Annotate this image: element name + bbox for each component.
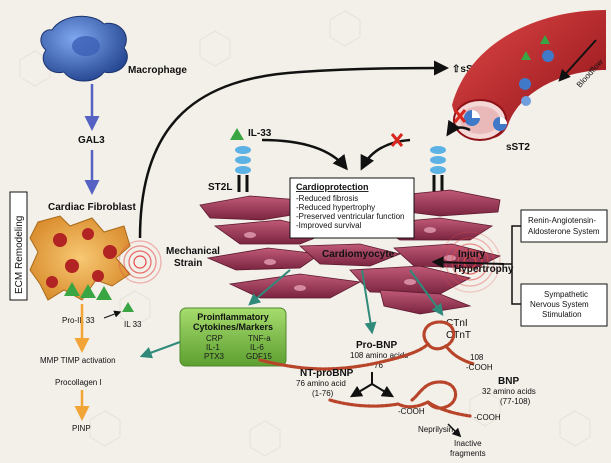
sns-label-3: Stimulation [542, 310, 582, 319]
marker-crp: CRP [206, 334, 223, 343]
inactive-label-2: fragments [450, 449, 486, 458]
mechanical-strain-label-2: Strain [174, 258, 202, 269]
cardiac-fibroblast-cells [29, 215, 131, 301]
cardioprotection-item-3: -Preserved ventricular function [296, 212, 405, 221]
marker-gdf15: GDF15 [246, 352, 272, 361]
nt-probnp-range: (1-76) [312, 389, 334, 398]
arrow-split-left [349, 372, 373, 398]
ssst2-label: sST2 [506, 142, 530, 153]
il33-small-label: IL 33 [124, 320, 142, 329]
sns-label-1: Sympathetic [544, 290, 588, 299]
arrow-il33-to-cardioprotection [261, 138, 348, 171]
arrow-proinflammatory-mmp [139, 341, 181, 359]
macrophage-nucleus [72, 36, 100, 56]
cooh-b-label: -COOH [474, 413, 501, 422]
bloodflow-arrow [558, 39, 597, 82]
il33-small-triangle [122, 302, 134, 312]
ecm-remodeling-box [9, 191, 28, 301]
proinflammatory-box [179, 307, 287, 367]
arrow-cardiomyocyte-probnp [361, 269, 377, 335]
st2l-receptor-right [430, 146, 446, 192]
arrow-split-right [371, 383, 395, 398]
marker-il6: IL-6 [250, 343, 264, 352]
blocked-x-1 [390, 133, 404, 147]
bnp-label: BNP [498, 376, 519, 387]
proinflammatory-title-1: Proinflammatory [197, 312, 269, 322]
mmp-timp-label: MMP TIMP activation [40, 356, 116, 365]
st2l-receptor-left [230, 128, 251, 192]
macrophage-label: Macrophage [128, 65, 187, 76]
cardioprotection-item-1: -Reduced fibrosis [296, 194, 358, 203]
background-hex-grid [19, 10, 591, 457]
injury-label: Injury [458, 249, 486, 260]
blood-vessel [452, 10, 606, 141]
sns-label-2: Nervous System [530, 300, 589, 309]
cardiac-fibroblast-label: Cardiac Fibroblast [48, 202, 136, 213]
hypertrophy-label: Hypertrophy [454, 264, 514, 275]
raas-sns-bracket [504, 225, 521, 305]
arrow-cardiomyocyte-proinflammatory [248, 269, 291, 306]
raas-box [520, 209, 608, 243]
raas-label-1: Renin-Angiotensin- [528, 216, 596, 225]
peptide-chains [258, 320, 476, 418]
arrow-systems-to-cardiomyocyte [431, 256, 505, 269]
neprilysin-label: Neprilysin [418, 425, 453, 434]
cooh-108-num: 108 [470, 353, 484, 362]
cooh-a-label: -COOH [398, 407, 425, 416]
arrow-ssst2-blocked-2 [446, 119, 471, 137]
procollagen-label: Procollagen I [55, 378, 102, 387]
raas-label-2: Aldosterone System [528, 227, 600, 236]
gal3-label: GAL3 [78, 135, 105, 146]
arrow-strain-ssst2 [138, 60, 449, 239]
ssst2-up-label: ⇧sST2 [452, 64, 485, 75]
pro-bnp-detail: 108 amino acids [350, 351, 408, 360]
arrow-ssst2-blocked-1 [360, 138, 411, 171]
mechanical-strain-rings [118, 240, 162, 284]
marker-ptx3: PTX3 [204, 352, 225, 361]
cardiomyocyte-label: Cardiomyocyte [322, 249, 395, 260]
cardioprotection-box [289, 177, 415, 239]
bnp-detail: 32 amino acids [482, 387, 536, 396]
pro-bnp-76: 76 [374, 361, 383, 370]
inactive-label-1: Inactive [454, 439, 482, 448]
arrow-pro-il33-il33 [103, 310, 122, 319]
blocked-x-2 [453, 109, 467, 123]
ecm-remodeling-label: ECM Remodeling [14, 216, 25, 294]
nt-probnp-detail: 76 amino acid [296, 379, 346, 388]
cardioprotection-item-4: -Improved survival [296, 221, 362, 230]
cardioprotection-item-2: -Reduced hypertrophy [296, 203, 375, 212]
sns-box [520, 283, 608, 327]
arrow-cardiomyocyte-ctn [409, 269, 444, 316]
cardioprotection-title: Cardioprotection [296, 182, 369, 192]
mechanical-strain-label-1: Mechanical [166, 246, 220, 257]
proinflammatory-title-2: Cytokines/Markers [193, 322, 273, 332]
marker-il1: IL-1 [206, 343, 220, 352]
nt-probnp-label: NT-proBNP [300, 368, 354, 379]
pro-bnp-label: Pro-BNP [356, 340, 397, 351]
pro-il33-label: Pro-IL 33 [62, 316, 95, 325]
arrow-neprilysin-inactive [447, 423, 462, 438]
bnp-range: (77-108) [500, 397, 531, 406]
marker-tnfa: TNF-a [248, 334, 271, 343]
pinp-label: PINP [72, 424, 91, 433]
ctnt-label: CTnT [446, 330, 471, 341]
il33-label: IL-33 [248, 128, 272, 139]
ctni-label: CTnI [446, 318, 468, 329]
cooh-108-label: -COOH [466, 363, 493, 372]
st2l-label: ST2L [208, 182, 232, 193]
